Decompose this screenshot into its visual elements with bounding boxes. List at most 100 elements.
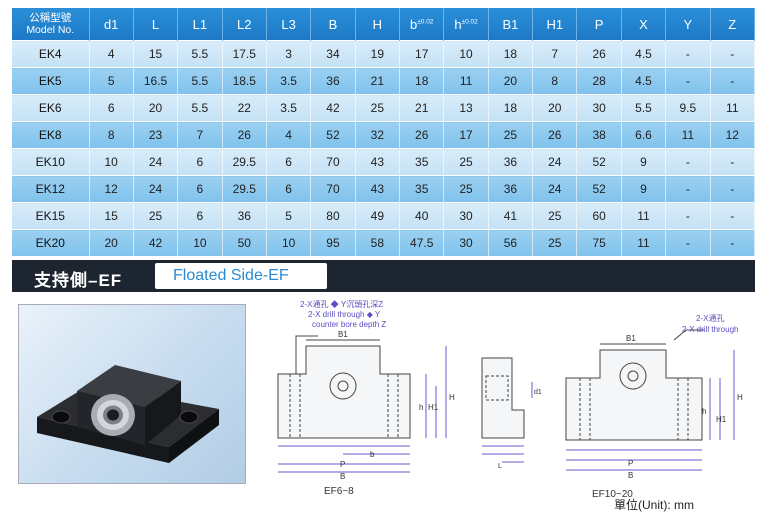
unit-label: 單位(Unit): mm	[614, 498, 694, 512]
column-header-label: H1	[546, 16, 564, 32]
column-header: P	[576, 8, 622, 41]
table-cell: 75	[576, 229, 622, 256]
column-header-tolerance: ±0.02	[461, 18, 478, 26]
ef10-note-line2: 2-X drill through	[682, 325, 738, 334]
ef6-dim-h-small: h	[419, 403, 423, 412]
table-cell: -	[710, 175, 756, 203]
table-cell: 21	[399, 94, 445, 122]
column-header-label: L1	[192, 16, 208, 32]
table-cell: 3	[266, 40, 312, 68]
table-cell: 11	[665, 121, 711, 149]
table-cell: 30	[576, 94, 622, 122]
side-dim-d1: d1	[534, 389, 542, 396]
column-header: h±0.02	[443, 8, 489, 41]
column-header: L	[133, 8, 179, 41]
ef6-note-line3: counter bore depth Z	[312, 320, 386, 329]
table-cell: 41	[488, 202, 534, 230]
table-cell: 36	[488, 175, 534, 203]
table-cell: 24	[532, 148, 578, 176]
table-cell: -	[710, 40, 756, 68]
table-cell: 6	[266, 148, 312, 176]
table-cell: 13	[443, 94, 489, 122]
column-header: B1	[488, 8, 534, 41]
table-cell: -	[665, 148, 711, 176]
column-header-label: d1	[103, 16, 119, 32]
table-cell: 52	[310, 121, 356, 149]
column-header-label: Z	[728, 16, 737, 32]
table-cell: 5	[89, 67, 134, 95]
table-cell: 8	[532, 67, 578, 95]
table-cell: -	[665, 229, 711, 256]
table-cell: 18	[399, 67, 445, 95]
table-cell: 3.5	[266, 67, 312, 95]
column-header-label: B1	[502, 16, 519, 32]
column-header: L2	[222, 8, 267, 41]
table-cell: 10	[266, 229, 312, 256]
model-cell: EK8	[12, 121, 90, 149]
model-cell: EK12	[12, 175, 90, 203]
table-cell: 24	[133, 148, 179, 176]
table-cell: 25	[443, 175, 489, 203]
table-cell: 20	[532, 94, 578, 122]
model-cell: EK4	[12, 40, 90, 68]
table-cell: 11	[621, 202, 667, 230]
table-cell: 95	[310, 229, 356, 256]
ef6-dim-b-small: b	[370, 450, 375, 459]
table-cell: 7	[532, 40, 578, 68]
table-cell: 25	[443, 148, 489, 176]
table-cell: -	[710, 229, 756, 256]
column-header-tolerance: ±0.02	[417, 18, 434, 26]
table-cell: 22	[222, 94, 267, 122]
column-header-label: L3	[281, 16, 296, 32]
drawing-side-view: d1 L	[481, 357, 542, 470]
column-header: L1	[177, 8, 223, 41]
table-cell: 16.5	[133, 67, 179, 95]
column-header: Z	[710, 8, 756, 41]
table-cell: 26	[222, 121, 267, 149]
table-cell: -	[665, 175, 711, 203]
table-cell: 42	[133, 229, 179, 256]
ef10-note-line1: 2-X通孔	[696, 313, 724, 323]
table-cell: 25	[488, 121, 534, 149]
table-cell: 35	[399, 175, 445, 203]
side-dim-l: L	[498, 463, 502, 470]
table-cell: -	[665, 40, 711, 68]
table-cell: 25	[133, 202, 179, 230]
section-header: 支持側–EF Floated Side-EF	[12, 260, 755, 292]
table-cell: 12	[710, 121, 756, 149]
table-cell: 10	[177, 229, 223, 256]
column-header-label: Y	[683, 16, 693, 32]
table-cell: 25	[532, 229, 578, 256]
table-cell: -	[710, 202, 756, 230]
table-cell: 4	[89, 40, 134, 68]
table-cell: 21	[355, 67, 401, 95]
table-cell: 7	[177, 121, 223, 149]
table-cell: 6	[89, 94, 134, 122]
table-cell: -	[665, 67, 711, 95]
table-cell: 24	[532, 175, 578, 203]
section-title-cn: 支持側–EF	[34, 271, 123, 290]
ef6-caption: EF6~8	[324, 486, 354, 496]
ef6-dim-b1: B1	[338, 330, 348, 339]
table-cell: 18.5	[222, 67, 267, 95]
section-title-en-box: Floated Side-EF	[155, 263, 327, 289]
table-cell: 10	[443, 40, 489, 68]
table-cell: 17	[399, 40, 445, 68]
table-cell: 25	[355, 94, 401, 122]
table-cell: 28	[576, 67, 622, 95]
table-cell: 52	[576, 148, 622, 176]
table-cell: 26	[532, 121, 578, 149]
table-cell: 19	[355, 40, 401, 68]
table-cell: 52	[576, 175, 622, 203]
table-cell: 35	[399, 148, 445, 176]
ef6-note-line2: 2-X drill through ◆ Y	[308, 310, 381, 319]
product-photo	[18, 304, 246, 484]
